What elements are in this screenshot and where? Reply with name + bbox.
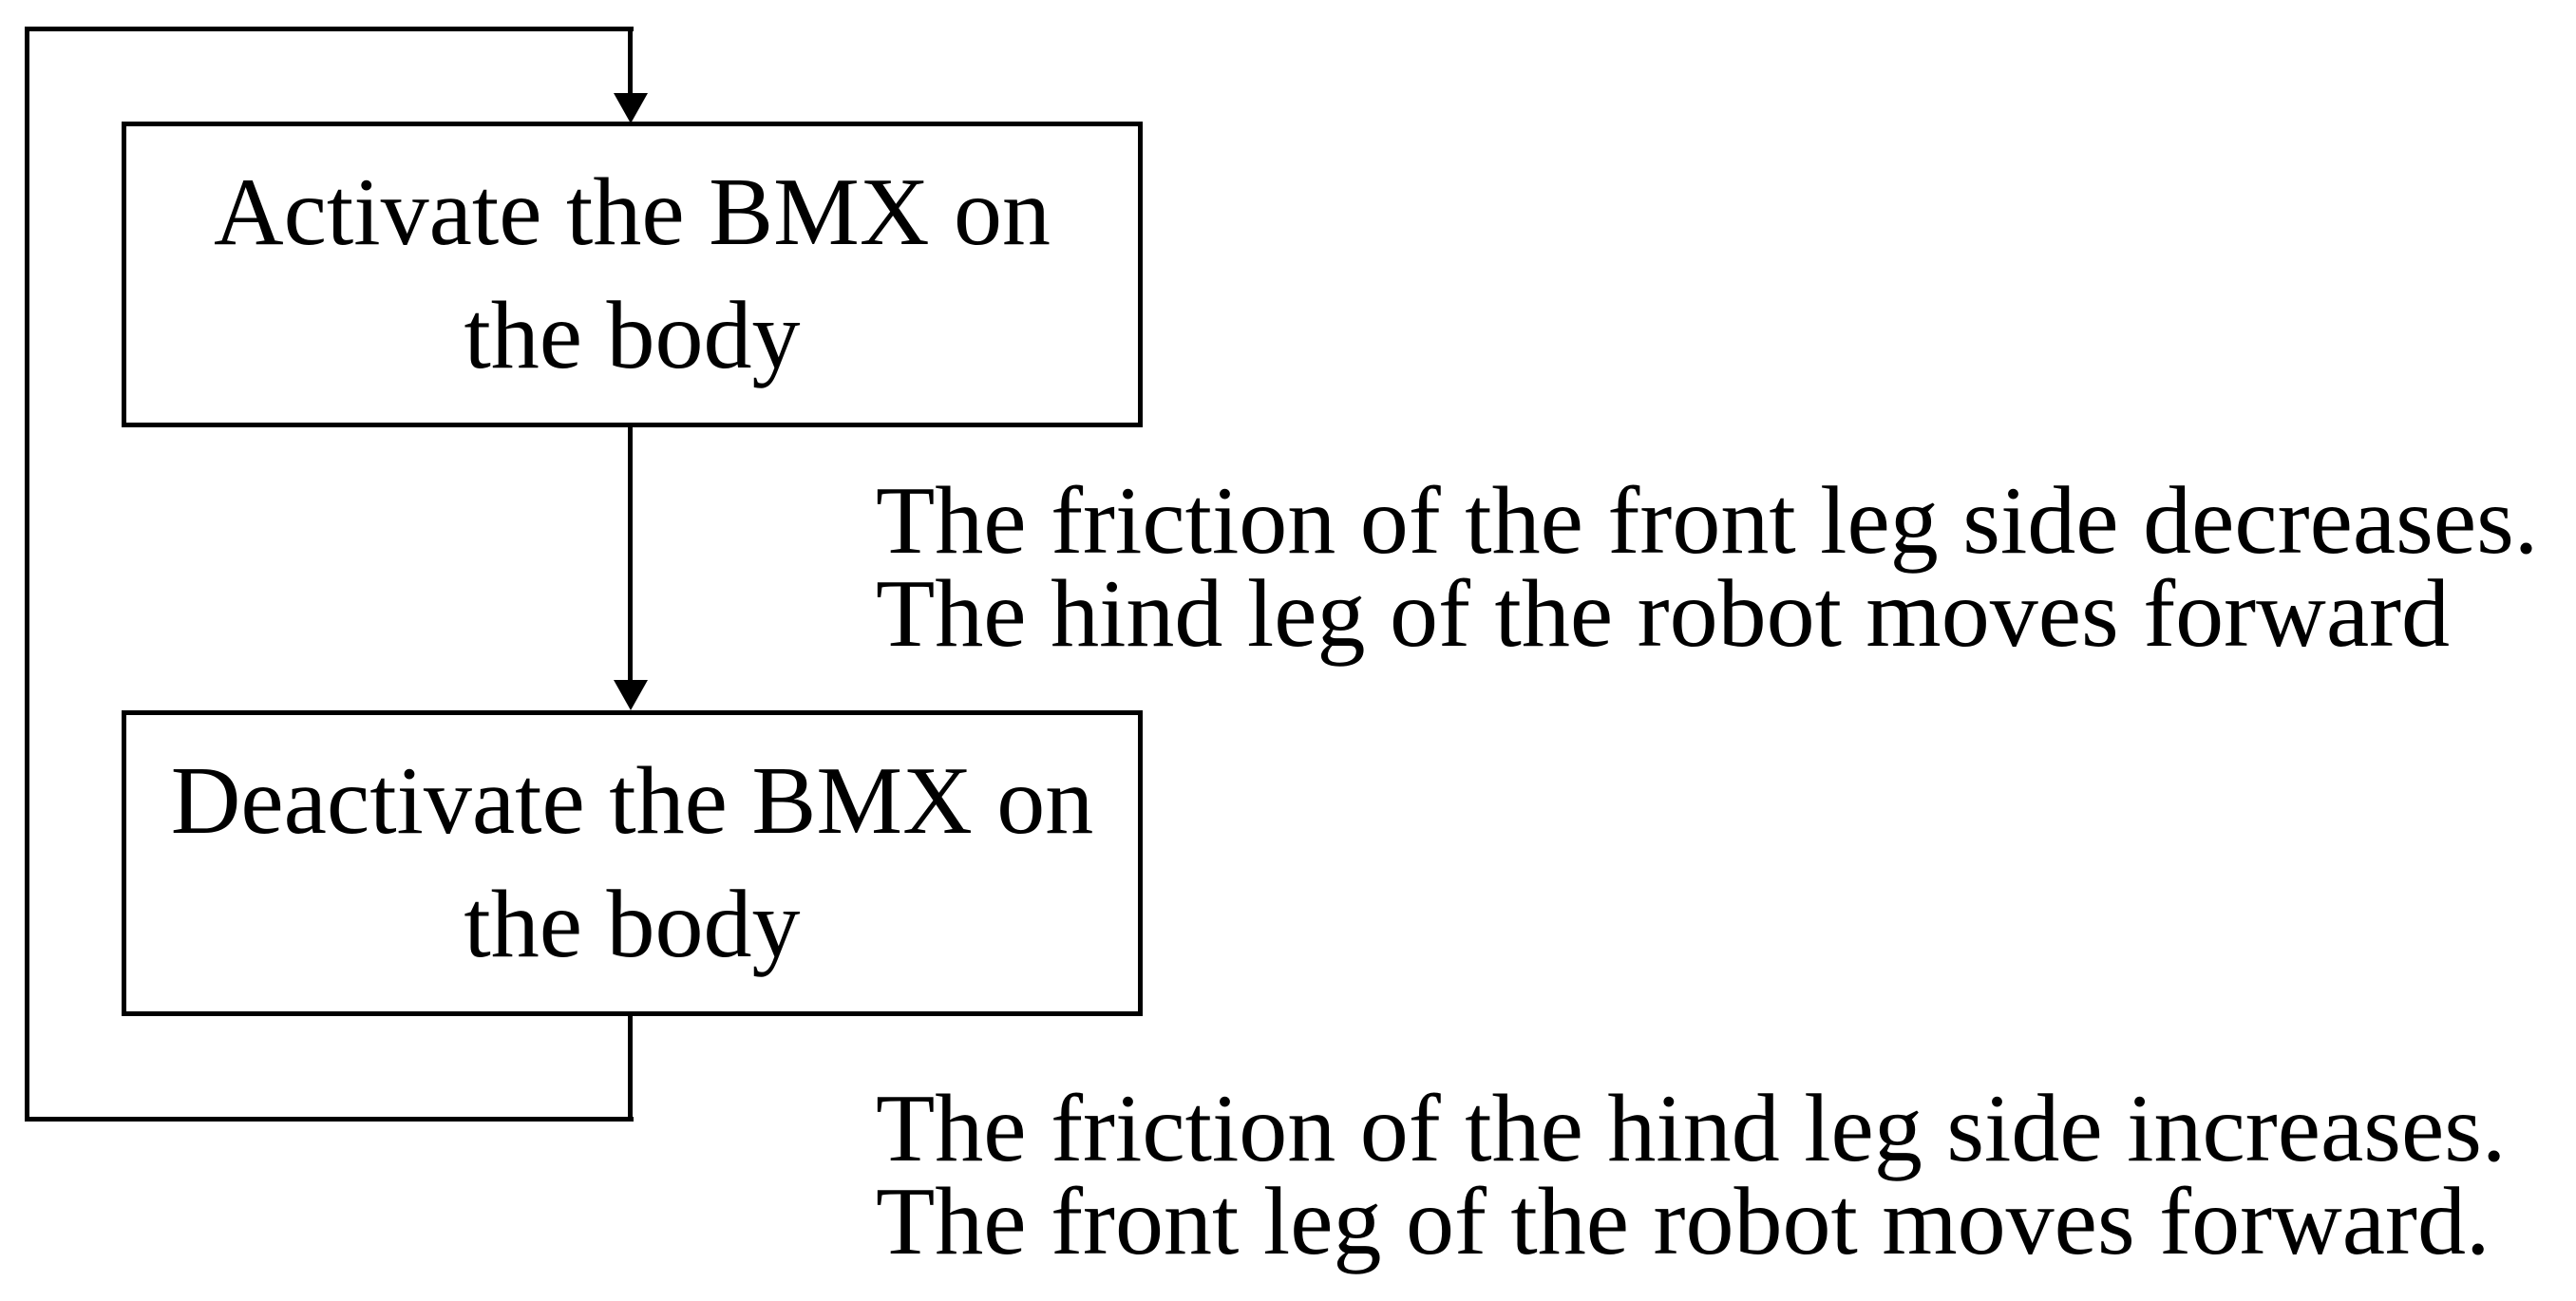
arrowhead-down-icon xyxy=(614,680,648,710)
loop-return-shaft xyxy=(628,1016,633,1122)
arrowhead-down-icon xyxy=(614,93,648,123)
annotation-friction-decreases: The friction of the front leg side decre… xyxy=(876,467,2539,668)
activate-to-deactivate-arrow-shaft xyxy=(628,427,633,680)
flow-box-activate-bmx: Activate the BMX on the body xyxy=(122,122,1143,427)
flow-box-deactivate-bmx: Deactivate the BMX on the body xyxy=(122,710,1143,1016)
loop-arrow-shaft xyxy=(628,27,633,93)
loop-back-connector xyxy=(25,27,634,1122)
annotation-friction-increases: The friction of the hind leg side increa… xyxy=(876,1075,2507,1275)
